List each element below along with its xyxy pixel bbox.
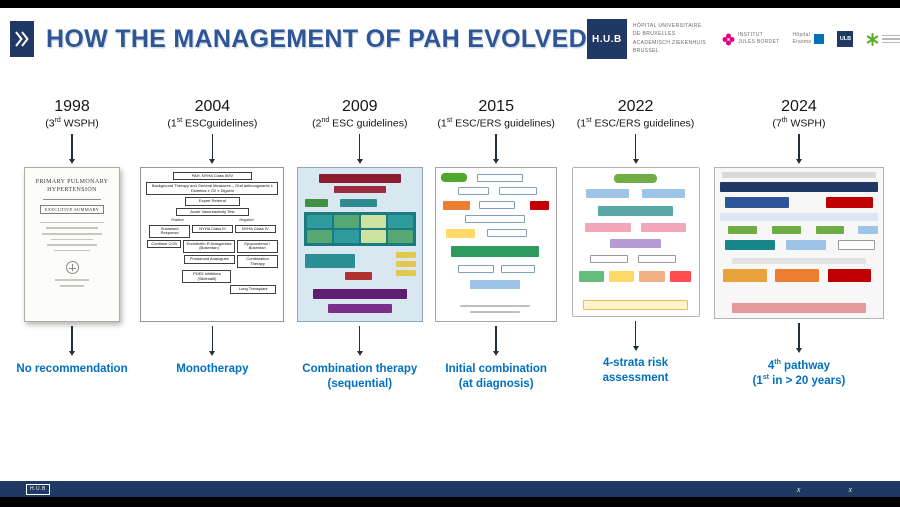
thumbnail-2015-esc-ers-algorithm xyxy=(435,166,558,322)
down-arrow-icon xyxy=(209,133,216,164)
timeline-column-2024: 2024 (7th WSPH) xyxy=(713,98,884,481)
flow-box: Combination Therapy xyxy=(237,254,278,269)
footer-hub-logo: H.U.B xyxy=(26,483,50,495)
down-arrow-icon xyxy=(69,133,75,164)
thumbnail-2004-esc-algorithm: PAH, NYHA Class III/IV Background Therap… xyxy=(140,166,285,322)
ulb-logo: ULB xyxy=(837,31,854,47)
page-title: HOW THE MANAGEMENT OF PAH EVOLVED xyxy=(46,24,587,53)
year-subtitle: (1st ESC/ERS guidelines) xyxy=(576,117,695,130)
flow-box: Acute Vasoreactivity Test xyxy=(175,207,250,217)
who-emblem-icon xyxy=(65,261,79,275)
flow-box: NYHA Class III xyxy=(191,224,233,234)
flow-box: Lung Transplant xyxy=(230,285,277,294)
slide-header: HOW THE MANAGEMENT OF PAH EVOLVED H.U.B … xyxy=(0,8,900,70)
year-label: 1998 xyxy=(54,98,90,115)
caption-1998: No recommendation xyxy=(16,362,128,375)
down-arrow-icon xyxy=(356,133,363,164)
down-arrow-icon xyxy=(493,325,500,356)
timeline-column-2009: 2009 (2nd ESC guidelines) xyxy=(296,98,423,481)
timeline-column-1998: 1998 (3rd WSPH) PRIMARY PULMONARY HYPERT… xyxy=(16,98,128,481)
flow-box: Expert Referral xyxy=(185,197,240,206)
year-subtitle: (7th WSPH) xyxy=(772,117,826,130)
hub-logo: H.U.B xyxy=(586,19,627,59)
thumbnail-2024-wsph-algorithm xyxy=(713,166,884,319)
flow-box: PDE5 Inhibitors (Sildenafil) xyxy=(182,270,232,284)
caption-2009: Combination therapy (sequential) xyxy=(302,362,418,391)
year-subtitle: (2nd ESC guidelines) xyxy=(312,117,408,130)
flow-box: Endothelin-R Antagonists (Bosentan) xyxy=(183,239,235,253)
down-arrow-icon xyxy=(493,133,500,164)
footer-mark: x xyxy=(796,484,801,494)
down-arrow-icon xyxy=(209,325,216,356)
partner-logos: INSTITUT JULES BORDET Hôpital Erasme ULB xyxy=(722,31,900,47)
caption-2015: Initial combination (at diagnosis) xyxy=(445,362,547,391)
year-label: 2022 xyxy=(617,98,654,115)
year-label: 2009 xyxy=(341,98,378,115)
down-arrow-icon xyxy=(356,325,363,356)
bordet-flower-icon xyxy=(722,33,735,45)
down-arrow-icon xyxy=(632,320,639,351)
year-label: 2024 xyxy=(781,98,817,115)
erasme-square-icon xyxy=(814,34,825,44)
erasme-logo: Hôpital Erasme xyxy=(792,32,825,47)
presentation-slide: HOW THE MANAGEMENT OF PAH EVOLVED H.U.B … xyxy=(0,8,900,497)
timeline-column-2015: 2015 (1st ESC/ERS guidelines) xyxy=(435,98,558,481)
down-arrow-icon xyxy=(632,133,639,164)
year-subtitle: (1st ESC/ERS guidelines) xyxy=(437,117,555,130)
caption-2022: 4-strata risk assessment xyxy=(602,356,669,385)
down-arrow-icon xyxy=(795,322,802,353)
flow-box: NYHA Class IV xyxy=(234,224,276,234)
timeline: 1998 (3rd WSPH) PRIMARY PULMONARY HYPERT… xyxy=(0,70,900,481)
flow-box: Sustained Response xyxy=(149,224,190,238)
caption-2004: Monotherapy xyxy=(176,362,249,375)
hospital-network-logo xyxy=(866,32,900,46)
flow-box: Epoprostenol / Bosentan xyxy=(236,239,278,253)
hub-name: HÔPITAL UNIVERSITAIRE DE BRUXELLES ACADE… xyxy=(632,23,707,54)
footer-mark: x xyxy=(848,484,852,494)
down-arrow-icon xyxy=(69,325,75,356)
year-label: 2015 xyxy=(478,98,514,115)
caption-2024: 4th pathway (1st in > 20 years) xyxy=(752,358,846,388)
thumbnail-1998-who-document: PRIMARY PULMONARY HYPERTENSION EXECUTIVE… xyxy=(24,166,120,322)
footer-marks: x x xyxy=(797,485,852,494)
year-label: 2004 xyxy=(194,98,231,115)
flow-box: Background Therapy and General Measures … xyxy=(146,182,279,196)
flow-box: Prostanoid Analogues xyxy=(183,254,236,264)
timeline-column-2004: 2004 (1st ESCguidelines) PAH, NYHA Class… xyxy=(140,98,285,481)
timeline-column-2022: 2022 (1st ESC/ERS guidelines) xyxy=(570,98,702,481)
hub-logo-lockup: H.U.B HÔPITAL UNIVERSITAIRE DE BRUXELLES… xyxy=(586,19,707,59)
thumbnail-2022-esc-ers-algorithm xyxy=(571,166,700,317)
double-chevron-icon xyxy=(10,21,34,57)
flow-box: PAH, NYHA Class III/IV xyxy=(172,171,252,181)
down-arrow-icon xyxy=(795,133,802,164)
slide-footer: H.U.B x x xyxy=(0,481,900,497)
jules-bordet-logo: INSTITUT JULES BORDET xyxy=(722,32,779,47)
year-subtitle: (3rd WSPH) xyxy=(45,117,99,130)
green-asterisk-icon xyxy=(867,32,879,46)
year-subtitle: (1st ESCguidelines) xyxy=(167,117,258,130)
thumbnail-2009-esc-algorithm xyxy=(296,166,423,322)
flow-box: Continue CCB xyxy=(147,239,182,249)
